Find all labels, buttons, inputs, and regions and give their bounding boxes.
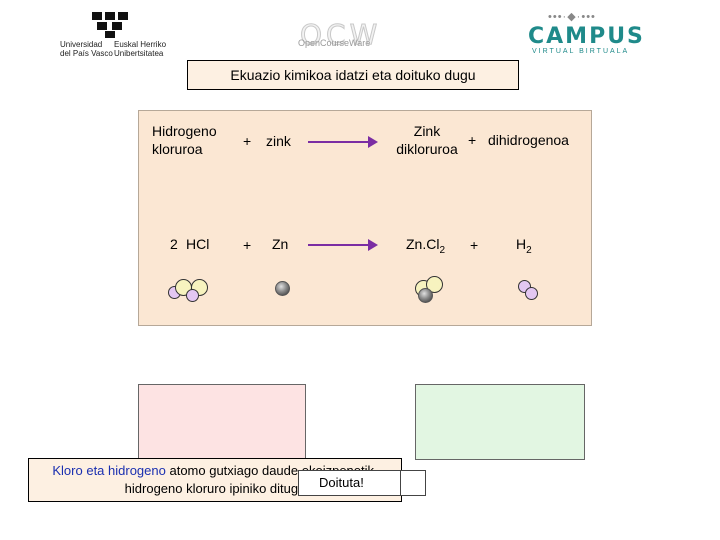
title-box: Ekuazio kimikoa idatzi eta doituko dugu — [187, 60, 519, 90]
word-plus-1: + — [243, 133, 252, 149]
hint-highlight: Kloro eta hidrogeno — [52, 463, 166, 478]
upv-logo-icon — [92, 12, 128, 38]
coefficient-hcl: 2 — [170, 236, 178, 252]
equation-panel — [138, 110, 592, 326]
hydrogen-atom — [186, 289, 199, 302]
zinc-atom — [418, 288, 433, 303]
products-count-box — [415, 384, 585, 460]
h2-molecule — [516, 278, 540, 300]
word-arrow-icon — [308, 136, 378, 148]
formula-arrow-icon — [308, 239, 378, 251]
formula-plus-1: + — [243, 237, 252, 253]
formula-h2: H2 — [516, 236, 532, 256]
campus-logo: CAMPUS — [528, 24, 645, 49]
campus-subtitle: VIRTUAL BIRTUALA — [532, 48, 630, 55]
formula-hcl: HCl — [186, 236, 210, 252]
product2-name: dihidrogenoa — [488, 132, 569, 148]
formula-zncl2: Zn.Cl2 — [406, 236, 446, 256]
zinc-atom — [275, 281, 290, 296]
formula-zn: Zn — [272, 236, 289, 252]
upv-name-eu: Euskal Herriko Unibertsitatea — [114, 40, 167, 58]
zncl2-molecule — [412, 274, 446, 306]
upv-name-es: Universidad del País Vasco — [60, 40, 113, 58]
page-title: Ekuazio kimikoa idatzi eta doituko dugu — [230, 67, 476, 83]
hcl-molecules — [166, 272, 216, 302]
reactants-count-box — [138, 384, 306, 460]
campus-dots-icon: •••·◆·••• — [548, 11, 596, 23]
hydrogen-atom — [525, 287, 538, 300]
formula-plus-2: + — [470, 237, 479, 253]
reactant2-name: zink — [266, 133, 291, 149]
reactant1-name: Hidrogeno kloruroa — [152, 123, 217, 157]
hint-line2: hidrogeno kloruro ipiniko ditugu — [124, 481, 306, 496]
doituta-divider — [400, 471, 401, 495]
ocw-logo: OCW — [299, 18, 382, 52]
doituta-label: Doituta! — [319, 475, 364, 490]
product1-name: Zink dikloruroa — [396, 123, 458, 157]
word-plus-2: + — [468, 132, 477, 148]
doituta-button[interactable]: Doituta! — [298, 470, 426, 496]
ocw-subtitle: OpenCourseWare — [298, 38, 371, 48]
hint-message: Kloro eta hidrogeno atomo gutxiago daude… — [28, 458, 402, 502]
